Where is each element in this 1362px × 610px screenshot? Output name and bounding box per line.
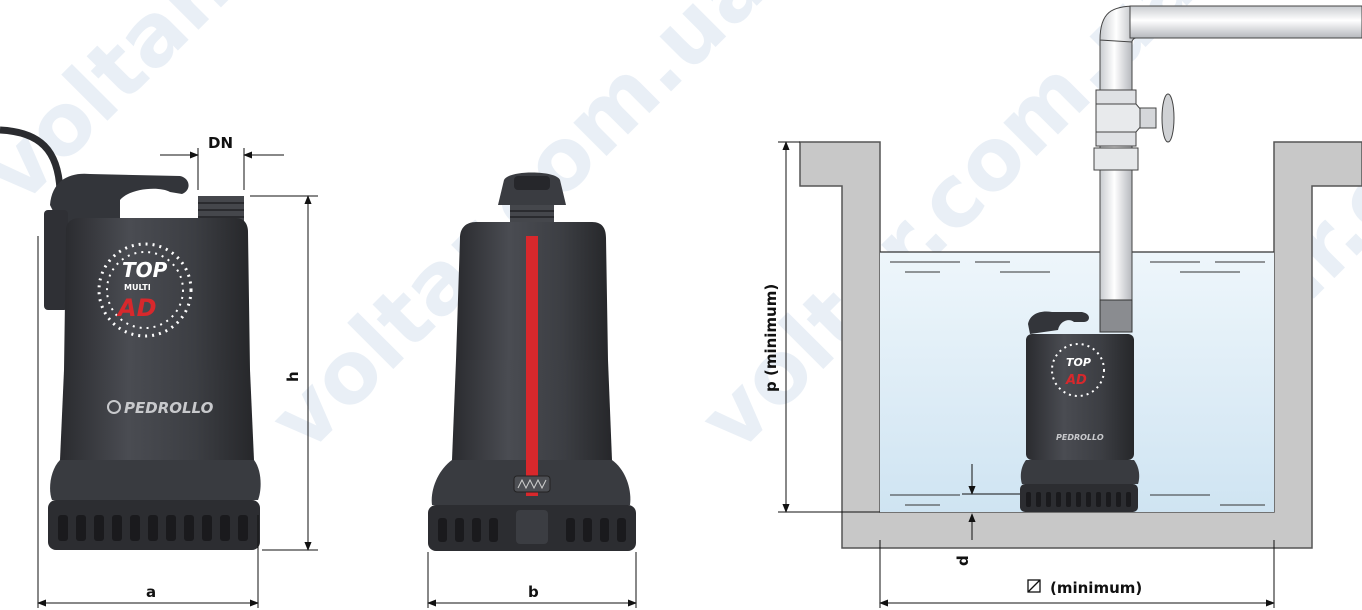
dim-a: a (37, 236, 259, 608)
dim-h: h (250, 195, 318, 551)
installed-brand-text: PEDROLLO (1056, 433, 1104, 442)
valve-handwheel (1161, 93, 1175, 143)
dim-width: (minimum) (879, 540, 1275, 608)
pump-upper-body (64, 218, 250, 370)
square-section-icon (1027, 579, 1041, 593)
water-surface-lines (890, 261, 1265, 506)
installation-scheme: TOP AD PEDROLLO (799, 5, 1362, 549)
dim-p: p (minimum) (762, 141, 880, 513)
dim-b-label: b (528, 583, 539, 601)
logo-multi-text: MULTI (124, 283, 151, 292)
logo-top-text: TOP (122, 258, 168, 282)
pump-handle (50, 173, 189, 225)
installed-pump-handle (1028, 311, 1089, 334)
pipe-union (1093, 147, 1139, 171)
pedrollo-brand-text: PEDROLLO (124, 399, 214, 417)
pipe-adapter (1099, 299, 1133, 333)
horizontal-pipe (1129, 5, 1362, 39)
dim-p-label: p (minimum) (762, 284, 780, 392)
dim-a-label: a (146, 583, 156, 601)
red-stripe (526, 236, 538, 496)
pump-side-view: TOP MULTI AD PEDROLLO (0, 126, 261, 550)
installed-logo-top: TOP (1066, 356, 1091, 369)
discharge-pipe (1099, 39, 1133, 306)
dim-width-label: (minimum) (1050, 579, 1142, 597)
pump-front-view (428, 172, 636, 551)
dim-d: d (954, 464, 1020, 566)
dim-h-label: h (284, 371, 302, 382)
dim-d-label: d (954, 555, 972, 566)
dim-dn: DN (160, 134, 284, 190)
installed-logo-ad: AD (1065, 373, 1087, 388)
logo-ad-text: AD (116, 294, 157, 322)
logo-dot-ring (97, 242, 193, 338)
power-cable (0, 126, 64, 191)
installed-logo-ring (1051, 343, 1105, 397)
pedrollo-logo-icon (107, 400, 121, 414)
dim-b: b (427, 552, 637, 608)
dim-dn-label: DN (208, 134, 233, 152)
